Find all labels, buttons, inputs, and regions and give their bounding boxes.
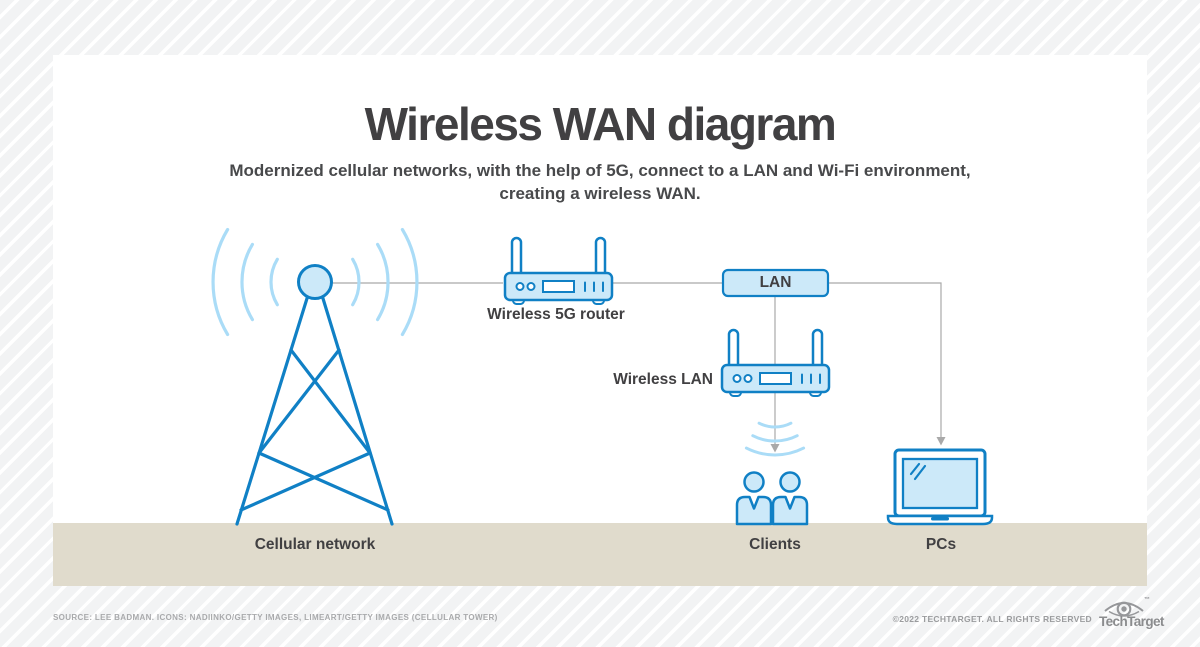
label-wireless-5g-router: Wireless 5G router [487, 306, 625, 323]
brand-wordmark: TechTarget [1099, 614, 1164, 629]
eye-icon [1104, 601, 1144, 617]
label-pcs: PCs [925, 536, 957, 553]
page-subtitle: Modernized cellular networks, with the h… [0, 159, 1200, 205]
label-cellular-network: Cellular network [254, 536, 376, 553]
label-wireless-lan: Wireless LAN [613, 371, 713, 388]
copyright-text: ©2022 TECHTARGET. ALL RIGHTS RESERVED [892, 614, 1092, 624]
label-clients: Clients [749, 536, 801, 553]
source-credit: SOURCE: LEE BADMAN. ICONS: NADIINKO/GETT… [53, 613, 498, 622]
page-title: Wireless WAN diagram [364, 98, 837, 150]
techtarget-logo: ™ TechTarget [1099, 597, 1164, 637]
subtitle-line-2: creating a wireless WAN. [499, 184, 701, 203]
label-lan: LAN [759, 274, 792, 291]
subtitle-line-1: Modernized cellular networks, with the h… [229, 161, 971, 180]
trademark-symbol: ™ [1144, 597, 1150, 603]
ground-band [53, 523, 1147, 586]
